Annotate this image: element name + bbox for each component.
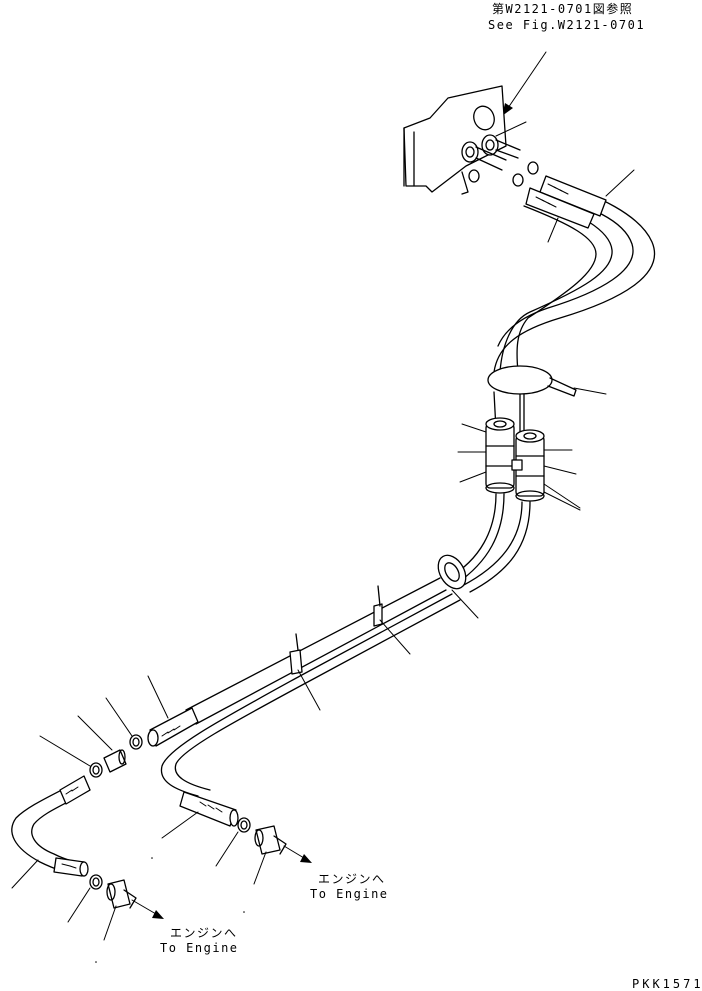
small-ring <box>39 735 103 778</box>
destination-label-en-2: To Engine <box>160 941 239 955</box>
small-nipple <box>77 715 127 773</box>
hose-sleeve-lower <box>161 791 239 839</box>
hose-sleeve-upper <box>147 675 199 747</box>
small-clamp <box>105 697 143 750</box>
ring-lower-left <box>67 874 103 923</box>
destination-label-jp-1: エンジンへ <box>318 872 386 886</box>
mounting-bracket <box>403 85 507 195</box>
bent-pipe <box>11 775 91 889</box>
reference-label-jp: 第W2121-0701図参照 <box>492 2 634 16</box>
elbow-lower-left <box>103 879 164 941</box>
valve-left <box>457 417 515 494</box>
ring-clamp <box>437 554 479 619</box>
hose-clip-upper <box>373 585 411 655</box>
destination-label-jp-2: エンジンへ <box>170 926 238 940</box>
bracket-nipples <box>461 121 539 187</box>
elbow-mid-right <box>253 825 312 885</box>
destination-label-en-1: To Engine <box>310 887 389 901</box>
reference-label-en: See Fig.W2121-0701 <box>488 18 646 32</box>
long-hoses <box>160 577 461 797</box>
upper-hoses <box>493 169 656 373</box>
reference-arrow <box>502 51 547 116</box>
ring-mid-right <box>215 817 251 867</box>
valve-right <box>511 429 581 511</box>
hose-clip-lower <box>289 633 321 711</box>
band-clamp <box>487 365 607 437</box>
